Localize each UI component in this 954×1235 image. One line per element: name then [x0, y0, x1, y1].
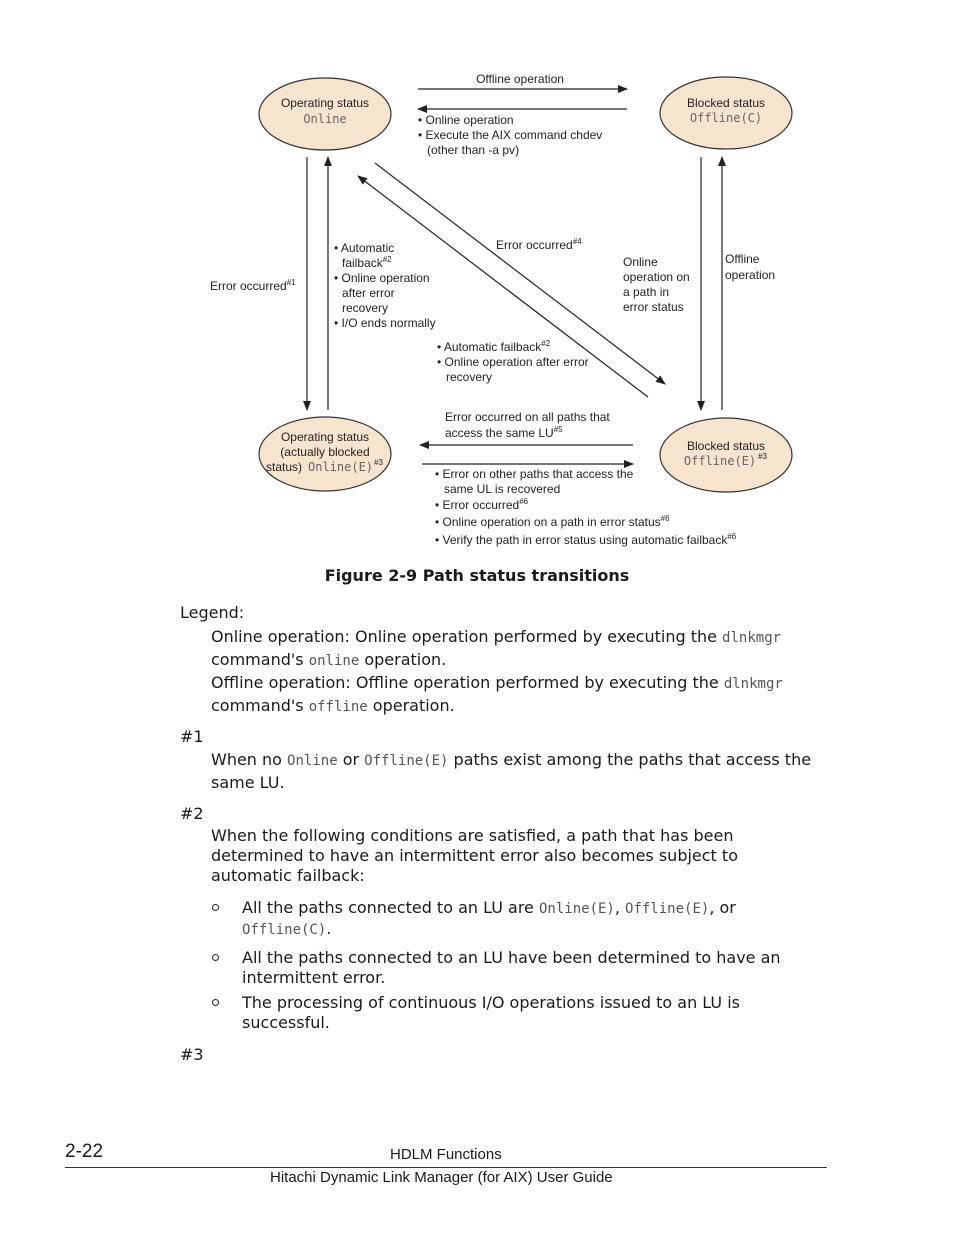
svg-text:Online: Online — [303, 112, 346, 126]
label-bottom-2: • Error occurred#6 — [435, 497, 529, 512]
arrow-failback-offline-e-to-online — [357, 175, 649, 398]
label-online-after-error-2: recovery — [446, 370, 492, 384]
arrow-error-online-to-offline-e — [374, 162, 666, 385]
label-auto-failback-left-1: • Automatic — [334, 241, 394, 255]
label-online-on-path-4: error status — [623, 300, 684, 314]
condition-item: The processing of continuous I/O operati… — [211, 993, 811, 1033]
legend-label: Legend: — [180, 603, 245, 622]
svg-text:Operating status: Operating status — [281, 430, 369, 444]
label-online-operation-top: • Online operation — [418, 113, 514, 127]
label-error-all-paths-2: access the same LU#5 — [445, 425, 563, 440]
note-1-text: When no Online or Offline(E) paths exist… — [211, 750, 812, 792]
label-offline-operation-right-1: Offline — [725, 252, 760, 266]
node-online: Operating status Online — [258, 77, 392, 151]
label-offline-operation-top: Offline operation — [476, 72, 564, 86]
footer-guide-title: Hitachi Dynamic Link Manager (for AIX) U… — [270, 1169, 613, 1186]
label-error-occurred-4: Error occurred#4 — [496, 237, 582, 252]
svg-text:Blocked status: Blocked status — [687, 96, 765, 110]
legend-online-operation: Online operation: Online operation perfo… — [211, 627, 782, 669]
bullet-circle-icon — [212, 904, 219, 911]
node-offline-e: Blocked status Offline(E) #3 — [659, 417, 793, 493]
label-io-ends: • I/O ends normally — [334, 316, 436, 330]
label-offline-operation-right-2: operation — [725, 268, 775, 282]
legend-offline-operation: Offline operation: Offline operation per… — [211, 673, 783, 715]
footer-section-title: HDLM Functions — [390, 1146, 502, 1163]
label-error-occurred-1: Error occurred#1 — [210, 278, 296, 293]
label-online-after-recovery-1: • Online operation — [334, 271, 430, 285]
figure-caption: Figure 2-9 Path status transitions — [324, 566, 630, 585]
bullet-circle-icon — [212, 999, 219, 1006]
svg-text:status): status) — [266, 460, 302, 474]
note-2-conditions: All the paths connected to an LU are Onl… — [211, 898, 811, 1038]
svg-text:#3: #3 — [374, 458, 383, 467]
label-auto-failback-mid: • Automatic failback#2 — [437, 339, 551, 354]
node-online-e: Operating status (actually blocked statu… — [258, 416, 392, 492]
svg-text:Operating status: Operating status — [281, 96, 369, 110]
path-status-diagram: Operating status Online Blocked status O… — [210, 72, 793, 547]
label-bottom-1a: • Error on other paths that access the — [435, 467, 634, 481]
label-online-after-recovery-2: after error — [342, 286, 395, 300]
condition-item: All the paths connected to an LU are Onl… — [211, 898, 811, 940]
label-online-on-path-1: Online — [623, 255, 658, 269]
diagram-labels: Offline operation • Online operation • E… — [210, 72, 775, 547]
label-bottom-4: • Verify the path in error status using … — [435, 532, 737, 547]
bullet-circle-icon — [212, 954, 219, 961]
label-execute-aix: • Execute the AIX command chdev — [418, 128, 602, 142]
note-1-label: #1 — [180, 727, 204, 746]
label-other-than: (other than -a pv) — [427, 143, 519, 157]
label-online-on-path-3: a path in — [623, 285, 669, 299]
note-2-text: When the following conditions are satisf… — [211, 826, 738, 885]
node-offline-c: Blocked status Offline(C) — [659, 76, 793, 150]
label-error-all-paths-1: Error occurred on all paths that — [445, 410, 610, 424]
label-online-after-error-1: • Online operation after error — [437, 355, 589, 369]
svg-text:Offline(C): Offline(C) — [690, 111, 762, 125]
svg-text:Offline(E): Offline(E) — [684, 454, 756, 468]
condition-item: All the paths connected to an LU have be… — [211, 948, 811, 988]
page-number: 2-22 — [65, 1141, 104, 1162]
label-online-after-recovery-3: recovery — [342, 301, 388, 315]
label-auto-failback-left-2: failback#2 — [342, 255, 392, 270]
svg-text:Online(E): Online(E) — [308, 460, 373, 474]
svg-text:#3: #3 — [758, 452, 767, 461]
label-online-on-path-2: operation on — [623, 270, 690, 284]
note-2-label: #2 — [180, 804, 204, 823]
label-bottom-3: • Online operation on a path in error st… — [435, 514, 670, 529]
footer-divider — [65, 1167, 827, 1168]
label-bottom-1b: same UL is recovered — [444, 482, 560, 496]
svg-text:(actually blocked: (actually blocked — [280, 445, 369, 459]
svg-text:Blocked status: Blocked status — [687, 439, 765, 453]
note-3-label: #3 — [180, 1045, 204, 1064]
